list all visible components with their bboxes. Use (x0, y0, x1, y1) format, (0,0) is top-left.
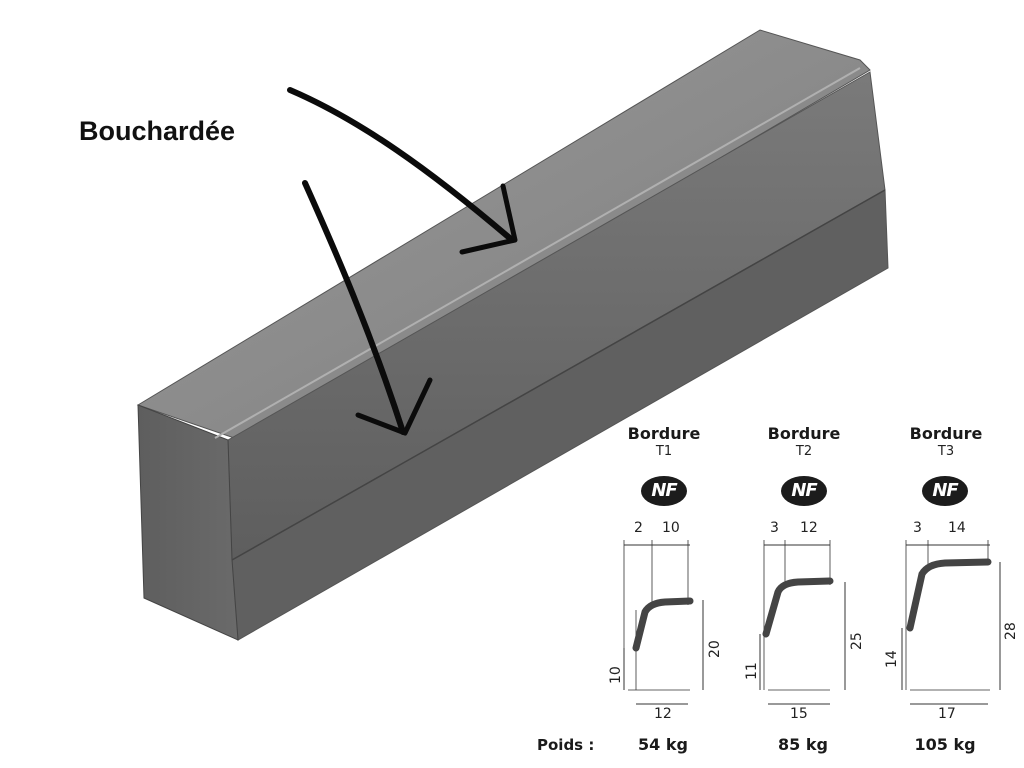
profile-t2-drawing (759, 540, 846, 705)
profile-t2-dim-total: 25 (849, 632, 865, 650)
profile-drawings (623, 540, 1001, 705)
profile-t2-dim-top-a: 3 (770, 520, 779, 536)
curb-end-face (137, 404, 239, 641)
profile-t1-heading: Bordure (627, 424, 701, 443)
profile-t2-dim-base: 15 (790, 706, 808, 722)
profile-t2-weight: 85 kg (778, 735, 828, 754)
profile-t1-dim-base: 12 (654, 706, 672, 722)
arrow-front-face (302, 180, 433, 436)
profile-t2-type: T2 (795, 444, 813, 459)
profile-t3-weight: 105 kg (914, 735, 976, 754)
arrow-top-face (287, 87, 518, 255)
finish-label: Bouchardée (79, 116, 236, 146)
profile-t3-drawing (901, 540, 1001, 705)
nf-certification-icon: NF (641, 476, 687, 506)
curb-joint-line (231, 189, 886, 561)
nf-certification-icon: NF (781, 476, 827, 506)
curb-block (136, 29, 889, 641)
curb-ridge-line (214, 67, 861, 439)
profile-t3-type: T3 (937, 444, 955, 459)
weight-row-label: Poids : (537, 736, 595, 754)
profile-t1-drawing (623, 540, 704, 705)
profile-t1-type: T1 (655, 444, 673, 459)
profile-t3-dim-total: 28 (1003, 622, 1019, 640)
profile-t2-dim-low: 11 (744, 662, 760, 680)
profile-t3-heading: Bordure (909, 424, 983, 443)
profile-t1-dim-top-a: 2 (634, 520, 643, 536)
profile-t3-dim-base: 17 (938, 706, 956, 722)
profile-t2-dim-top-b: 12 (800, 520, 818, 536)
profile-t1-dim-total: 20 (707, 640, 723, 658)
profile-t3-dim-low: 14 (884, 650, 900, 668)
profile-t1-dim-low: 10 (608, 666, 624, 684)
profile-t3-dim-top-a: 3 (913, 520, 922, 536)
profile-t1-dim-top-b: 10 (662, 520, 680, 536)
profile-t3-dim-top-b: 14 (948, 520, 966, 536)
profile-t1-weight: 54 kg (638, 735, 688, 754)
nf-certification-icon: NF (922, 476, 968, 506)
profile-t2-heading: Bordure (767, 424, 841, 443)
